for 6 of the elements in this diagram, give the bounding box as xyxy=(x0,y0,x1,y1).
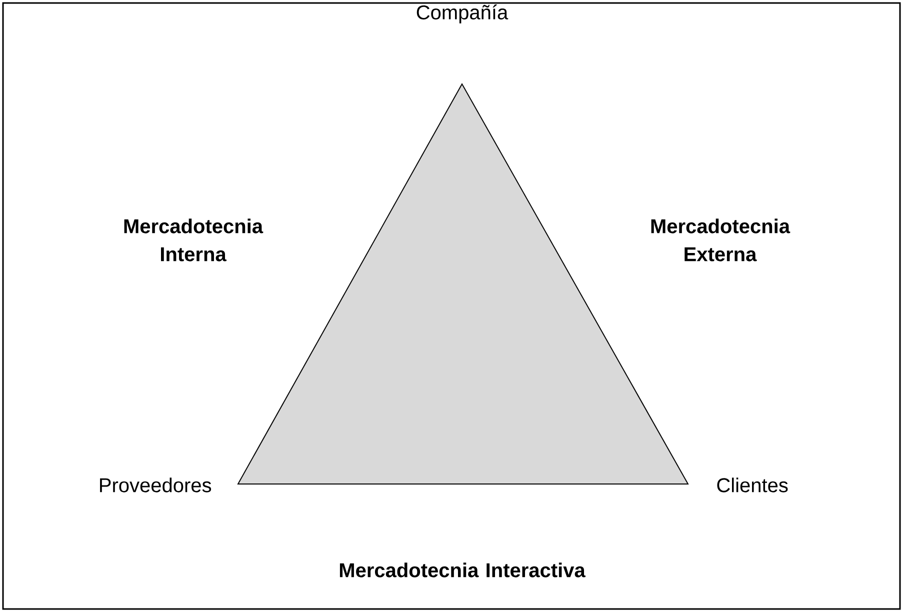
vertex-label: Compañía xyxy=(416,4,508,24)
vertex-label: Proveedores xyxy=(100,478,212,492)
vertex-label: Clientes xyxy=(717,478,788,492)
side-label: Mercadotecnia Externa xyxy=(651,218,790,262)
side-label: Mercadotecnia Interna xyxy=(124,218,264,262)
side-label: Mercadotecnia Interactiva xyxy=(340,562,586,578)
